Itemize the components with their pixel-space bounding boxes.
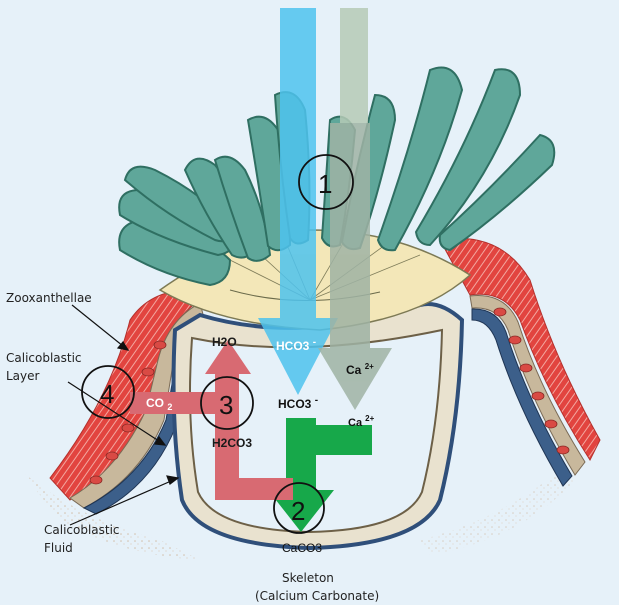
step-2: 2 [291,496,305,526]
label-calicoblastic-fluid-1: Calicoblastic [44,523,120,537]
label-h2o: H2O [212,335,237,349]
label-calicoblastic-fluid-2: Fluid [44,541,73,555]
label-calicoblastic-layer-2: Layer [6,369,40,383]
label-skeleton: Skeleton [282,571,334,585]
step-3: 3 [219,390,233,420]
label-zooxanthellae: Zooxanthellae [6,291,92,305]
label-hco3-top: HCO3 - [276,337,316,353]
label-caco3: CaCO3 [282,541,322,555]
step-1: 1 [318,169,332,199]
label-h2co3: H2CO3 [212,436,252,450]
label-calcium-carbonate: (Calcium Carbonate) [255,589,379,603]
label-hco3-low: HCO3 - [278,395,318,411]
label-calicoblastic-layer-1: Calicoblastic [6,351,82,365]
